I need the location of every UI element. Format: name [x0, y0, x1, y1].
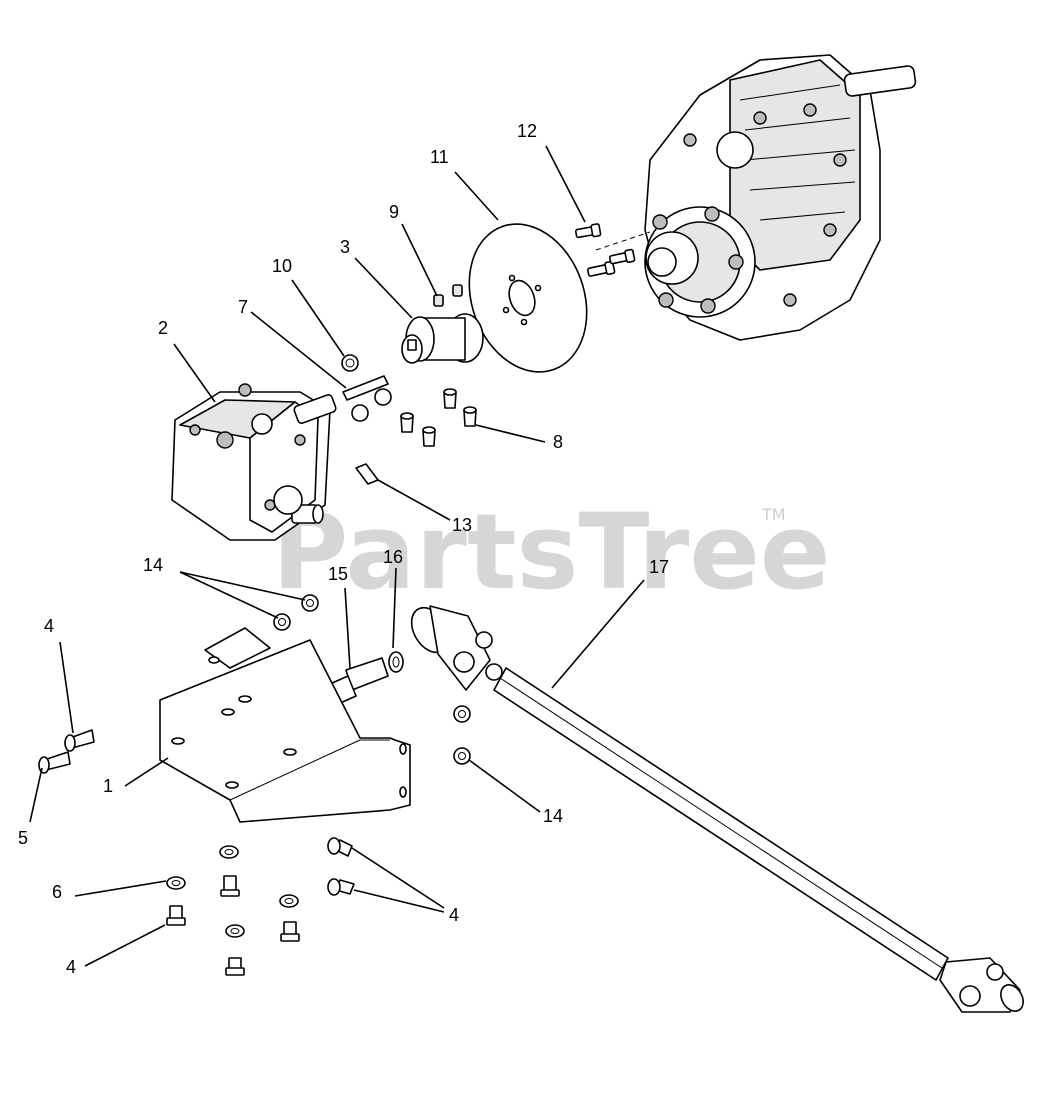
bolt-part-5[interactable] [38, 751, 71, 774]
leader-line [179, 571, 306, 601]
leader-line [179, 571, 279, 619]
callout-8: 8 [553, 432, 563, 452]
set-screw-part-9[interactable] [433, 284, 463, 307]
callout-15: 15 [328, 564, 348, 584]
callout-5: 5 [18, 828, 28, 848]
pin-part-7[interactable] [342, 375, 389, 401]
transmission-part[interactable] [644, 54, 917, 341]
hub-part-3[interactable] [401, 313, 484, 364]
leader-line [353, 889, 445, 913]
callout-11: 11 [430, 147, 449, 167]
callout-9: 9 [389, 202, 399, 222]
callout-14-top: 14 [143, 555, 163, 575]
callout-14-bottom: 14 [543, 806, 563, 826]
leader-line [59, 641, 74, 734]
leader-line [377, 479, 451, 521]
leader-line [124, 757, 169, 787]
leader-line [291, 279, 345, 357]
key-part-13[interactable] [355, 463, 379, 485]
callout-4-left: 4 [44, 616, 54, 636]
callout-10: 10 [272, 256, 292, 276]
leader-line [351, 847, 445, 909]
leader-line [475, 424, 546, 443]
callout-3: 3 [340, 237, 350, 257]
nut-part-10[interactable] [341, 354, 359, 372]
leader-line [74, 880, 167, 897]
stud-part-8[interactable] [400, 388, 477, 447]
bolt-part-4-left[interactable] [64, 729, 95, 752]
leader-line [401, 223, 438, 297]
disc-part-11[interactable] [449, 207, 606, 388]
washer-part-6[interactable] [166, 845, 299, 938]
watermark-trademark: TM [761, 505, 786, 524]
callout-2: 2 [158, 318, 168, 338]
leader-line [29, 767, 43, 823]
leader-line [551, 579, 645, 689]
leader-line [468, 759, 541, 813]
callout-4-right: 4 [449, 905, 459, 925]
gearbox-part-2[interactable] [171, 383, 337, 541]
callout-1: 1 [103, 776, 113, 796]
driveshaft-part-17[interactable] [404, 601, 1028, 1015]
callout-13: 13 [452, 515, 472, 535]
leader-line [344, 587, 351, 669]
leader-line [545, 145, 586, 223]
leader-line [454, 171, 499, 221]
leader-line [250, 311, 347, 389]
washer-part-16[interactable] [388, 651, 404, 673]
callout-4-bottom: 4 [66, 957, 76, 977]
callout-6: 6 [52, 882, 62, 902]
leader-line [392, 567, 397, 649]
nut-part-small[interactable] [351, 388, 392, 422]
callout-17: 17 [649, 557, 669, 577]
watermark-text: PartsTree [272, 491, 830, 613]
nut-part-14-top[interactable] [273, 594, 319, 631]
bracket-part-1[interactable] [159, 627, 411, 823]
callout-16: 16 [383, 547, 403, 567]
bolt-part-12[interactable] [574, 223, 636, 279]
nut-part-14-bottom[interactable] [453, 705, 471, 765]
bolt-part-4-lower[interactable] [166, 837, 355, 976]
callout-7: 7 [238, 297, 248, 317]
leader-line [354, 257, 413, 319]
leader-line [173, 343, 216, 403]
leader-line [84, 924, 166, 967]
callout-12: 12 [517, 121, 537, 141]
